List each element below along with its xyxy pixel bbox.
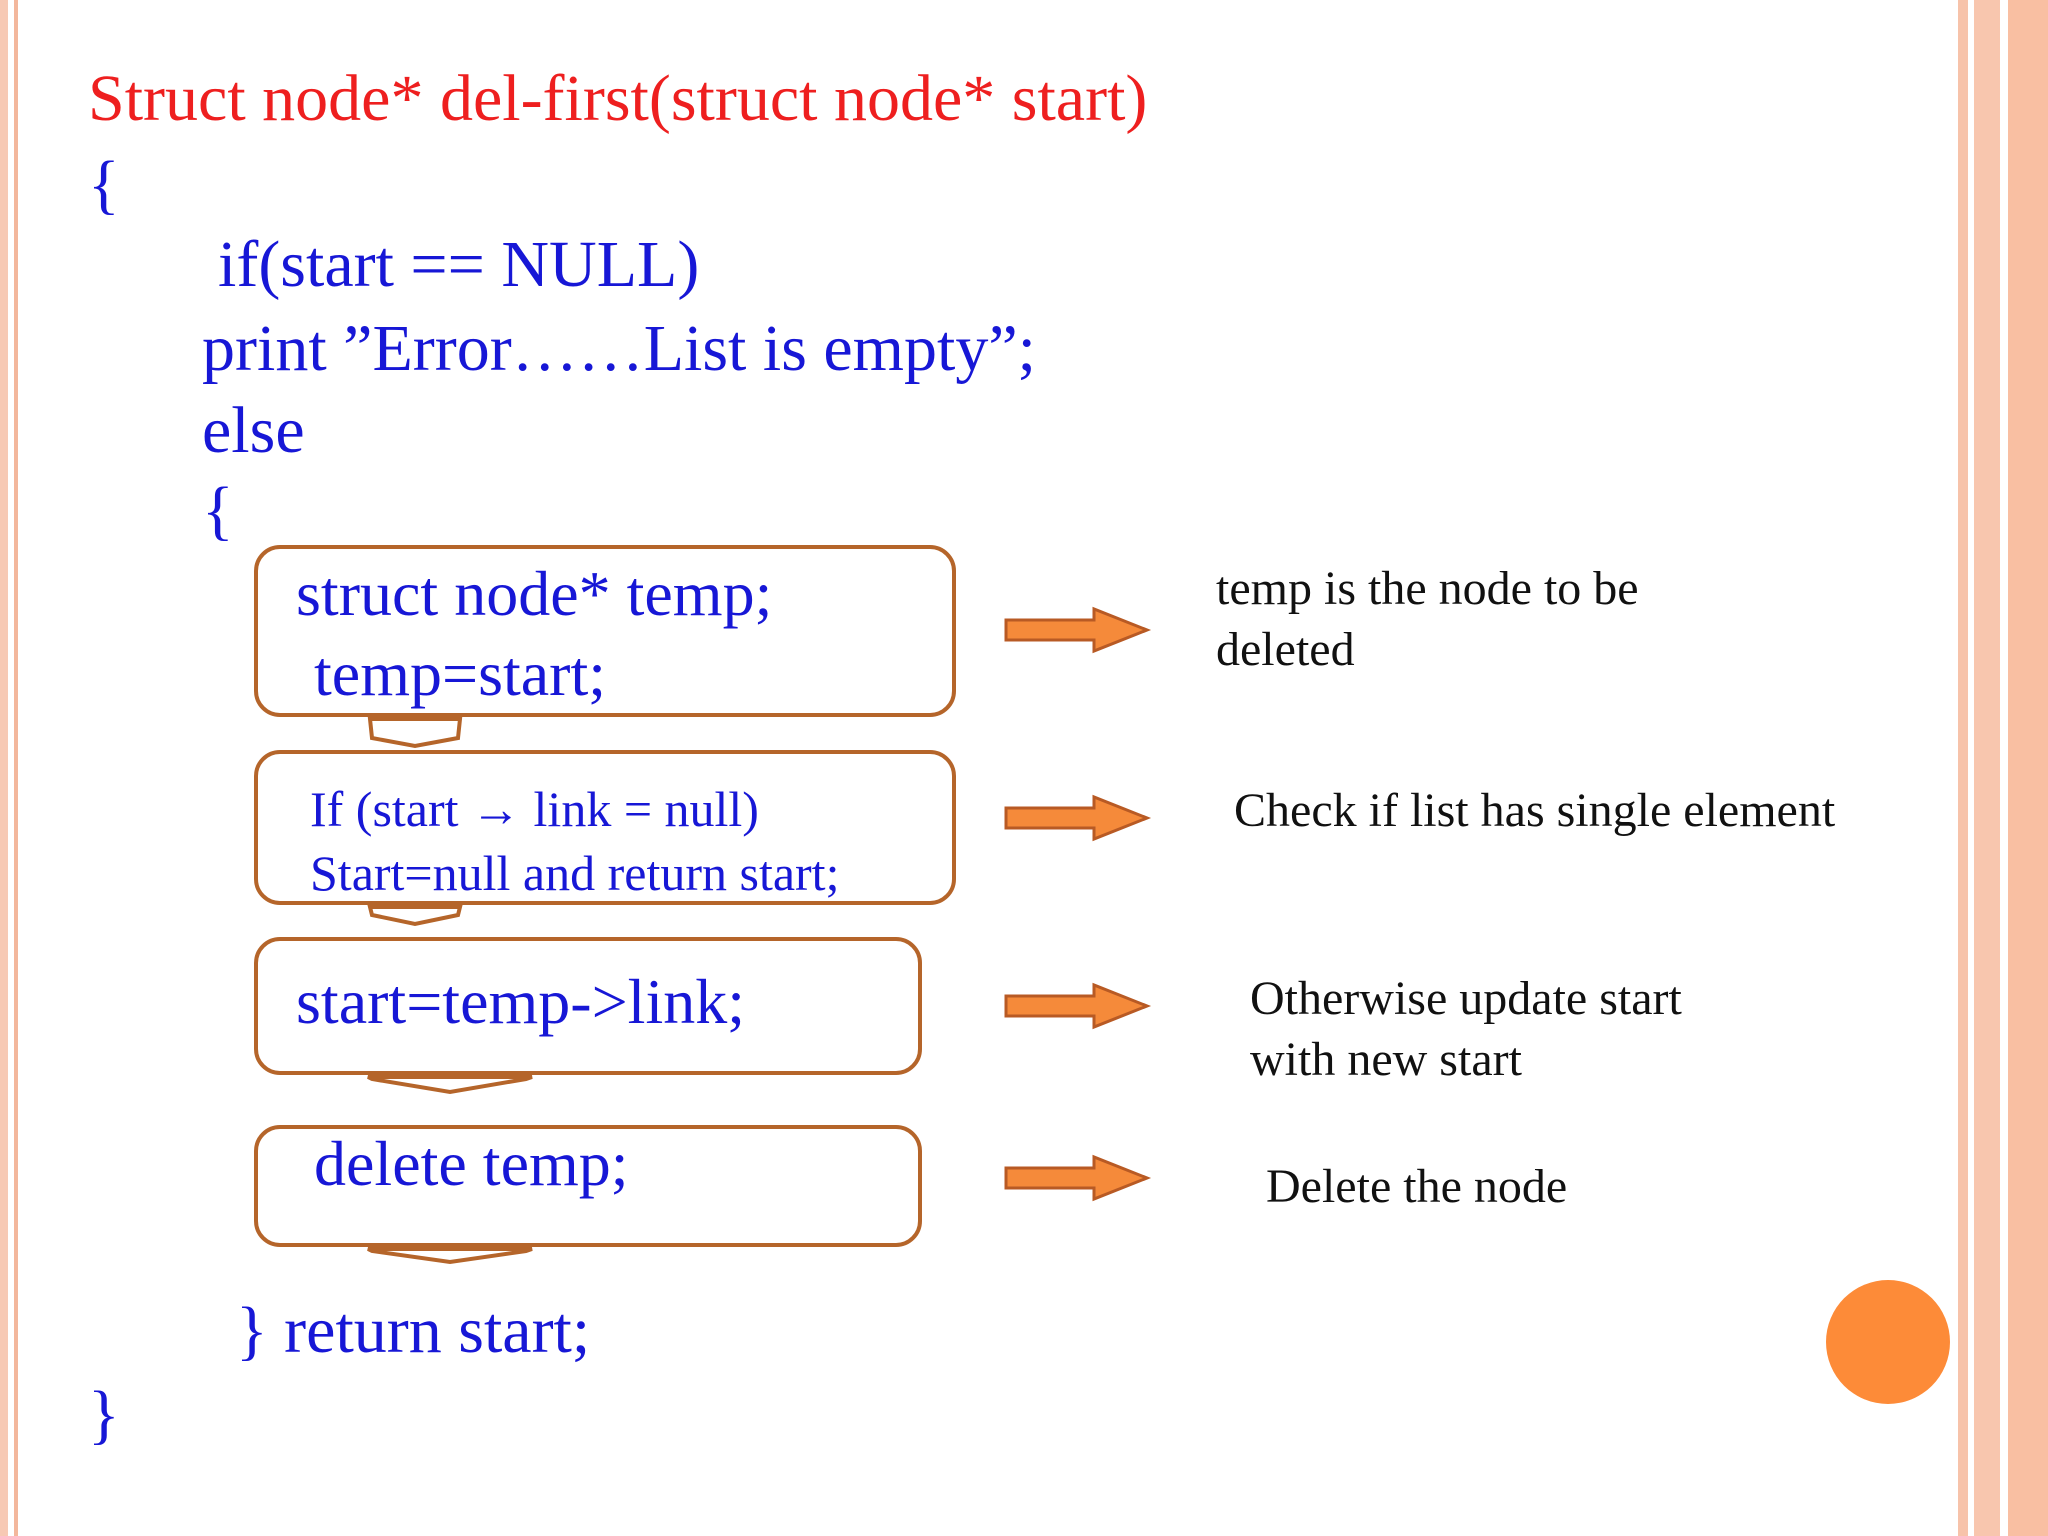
block-pointer-2 <box>367 905 463 927</box>
right-border-band-c <box>2008 0 2048 1536</box>
block-pointer-1 <box>367 717 463 749</box>
right-arrow-icon <box>1004 606 1152 654</box>
orange-circle <box>1826 1280 1950 1404</box>
block-pointer-4 <box>367 1247 533 1265</box>
left-border-stripe <box>0 0 8 1536</box>
code-block-temp <box>254 545 956 717</box>
update-start-line: start=temp->link; <box>296 966 745 1037</box>
single-element-return-line: Start=null and return start; <box>310 845 840 901</box>
return-statement: } return start; <box>236 1294 591 1367</box>
note-single-element: Check if list has single element <box>1234 784 1836 837</box>
if-statement: if(start == NULL) <box>218 228 700 301</box>
note-temp-node: temp is the node to be deleted <box>1216 562 1639 676</box>
declare-temp-line: struct node* temp; <box>296 558 773 629</box>
assign-temp-line: temp=start; <box>314 638 607 709</box>
code-block-update-start <box>254 937 922 1075</box>
left-border-stripe-inner <box>14 0 18 1536</box>
code-block-delete <box>254 1125 922 1247</box>
else-statement: else <box>202 394 305 467</box>
note-update-start: Otherwise update start with new start <box>1250 972 1682 1086</box>
single-element-check-line: If (start → link = null) <box>310 781 759 837</box>
right-border-band-b <box>1974 0 2000 1536</box>
block-pointer-3 <box>367 1075 533 1095</box>
right-arrow-icon <box>1004 1154 1152 1202</box>
right-border-band-a <box>1958 0 1968 1536</box>
close-brace: } <box>88 1378 120 1451</box>
note-delete-node: Delete the node <box>1266 1160 1568 1213</box>
delete-temp-line: delete temp; <box>314 1128 629 1199</box>
right-arrow-icon <box>1004 982 1152 1030</box>
print-statement: print ”Error……List is empty”; <box>202 312 1036 385</box>
right-arrow-icon <box>1004 794 1152 842</box>
inner-open-brace: { <box>202 474 234 547</box>
code-block-single-check <box>254 750 956 905</box>
function-signature: Struct node* del-first(struct node* star… <box>88 62 1148 135</box>
open-brace: { <box>88 148 120 221</box>
